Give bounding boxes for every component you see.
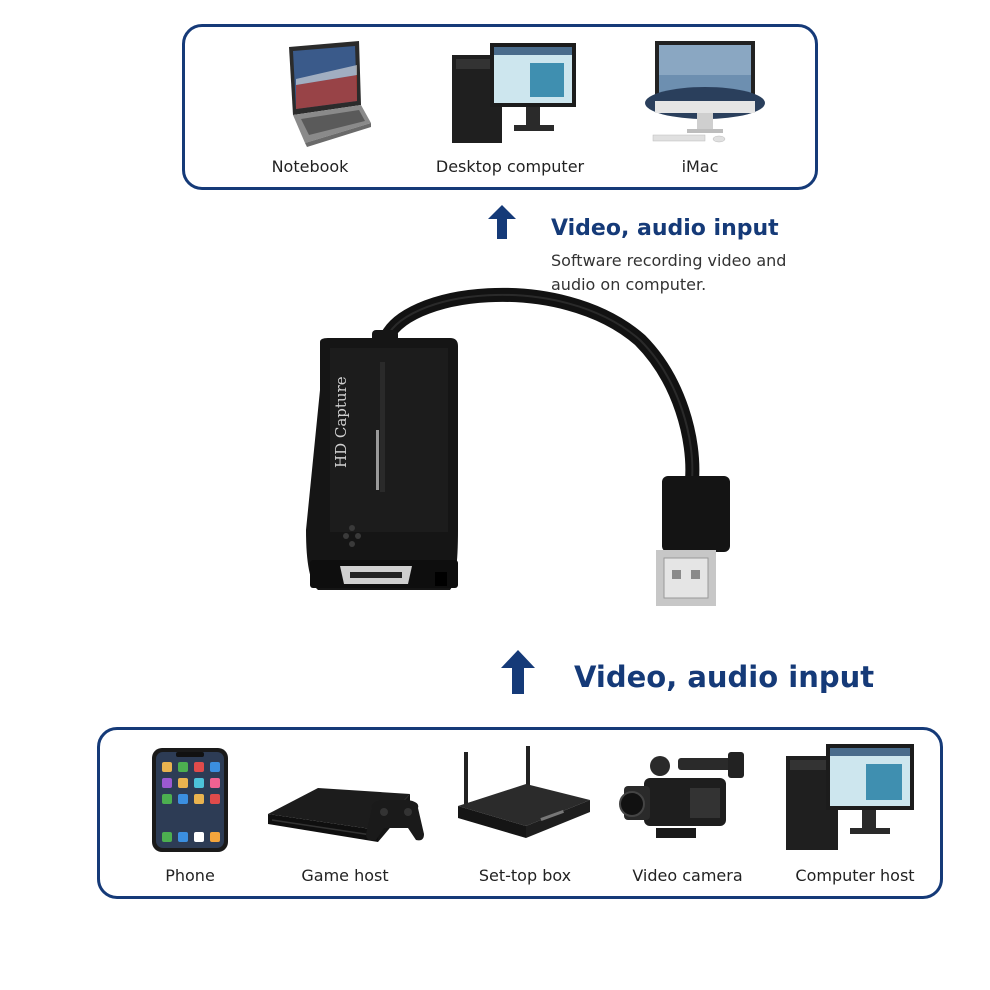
arrow-up-icon [488, 205, 516, 239]
device-body-label: HD Capture [332, 376, 350, 468]
device-label: iMac [681, 157, 719, 176]
device-game-host: Game host [260, 744, 430, 894]
device-video-camera: Video camera [610, 744, 765, 894]
set-top-box-icon [458, 746, 590, 838]
arrow-up-icon [501, 650, 535, 694]
top-caption-heading: Video, audio input [551, 216, 779, 241]
device-label: Game host [301, 866, 389, 885]
device-notebook: Notebook [245, 35, 375, 185]
game-console-icon [268, 788, 424, 842]
video-camera-icon [619, 752, 744, 838]
hd-capture-device [306, 287, 730, 606]
top-caption-line1: Software recording video and [551, 251, 787, 270]
device-desktop-computer: Desktop computer [430, 35, 590, 185]
device-label: Notebook [271, 157, 349, 176]
device-label: Phone [165, 866, 215, 885]
device-set-top-box: Set-top box [440, 744, 610, 894]
device-computer-host: Computer host [770, 738, 940, 894]
laptop-icon [289, 41, 371, 147]
device-label: Set-top box [478, 866, 572, 885]
device-label: Computer host [795, 866, 915, 885]
bottom-caption-heading: Video, audio input [574, 660, 875, 694]
device-label: Video camera [632, 866, 743, 885]
imac-icon [645, 41, 765, 143]
computer-host-icon [786, 744, 914, 850]
device-imac: iMac [635, 35, 765, 185]
phone-icon [152, 748, 228, 852]
output-devices-panel: Notebook Desktop computer iM [182, 24, 818, 190]
device-phone: Phone [120, 744, 260, 894]
input-devices-panel: Phone Game host Set-top box [97, 727, 943, 899]
desktop-computer-icon [452, 43, 576, 143]
top-caption-line2: audio on computer. [551, 275, 707, 294]
device-label: Desktop computer [435, 157, 585, 176]
